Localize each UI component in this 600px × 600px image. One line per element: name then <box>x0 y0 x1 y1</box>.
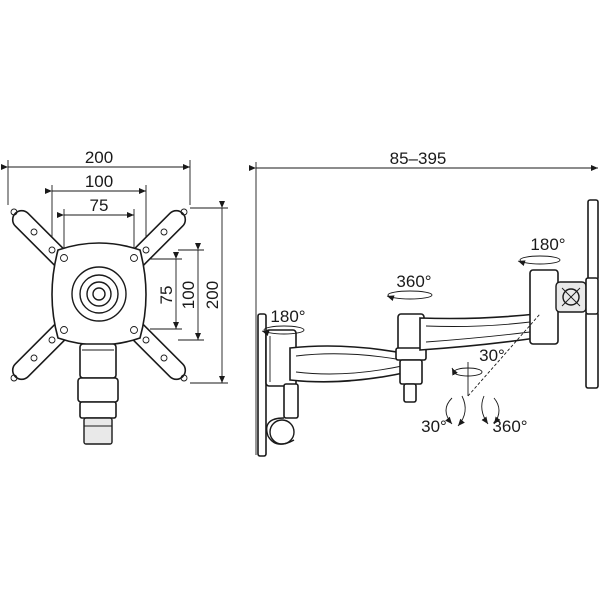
dim-100-label: 100 <box>85 172 113 191</box>
tilt-swivel-indicator: 30° 30° 360° <box>421 313 541 436</box>
lower-arm <box>289 345 409 383</box>
dim-200-vertical-label: 200 <box>203 281 222 309</box>
dimension-75-vertical: 75 <box>150 252 182 330</box>
vesa-center-plate <box>51 242 147 346</box>
rotation-elbow-label: 360° <box>396 272 431 291</box>
rotation-head-label: 180° <box>530 235 565 254</box>
tilt-head <box>529 269 587 345</box>
tilt-left-label: 30° <box>421 417 447 436</box>
upper-arm <box>419 313 537 351</box>
dim-75-label: 75 <box>90 196 109 215</box>
front-view: 200 100 75 <box>1 148 228 445</box>
vesa-plate-side <box>585 199 599 389</box>
dimension-200-vertical: 200 <box>190 201 228 384</box>
wall-plate <box>257 313 299 457</box>
tilt-up-label: 30° <box>479 346 505 365</box>
rotation-elbow-icon: 360° <box>386 272 433 302</box>
swivel-label: 360° <box>492 417 527 436</box>
dim-100-vertical-label: 100 <box>179 281 198 309</box>
rotation-head-icon: 180° <box>517 235 566 267</box>
side-view: 85–395 <box>249 149 599 457</box>
rotation-wall-icon: 180° <box>261 307 306 337</box>
dim-200-label: 200 <box>85 148 113 167</box>
dimension-100-vertical: 100 <box>178 243 204 341</box>
dim-75-vertical-label: 75 <box>157 286 176 305</box>
dimension-200-horizontal: 200 <box>1 148 191 205</box>
dimension-span: 85–395 <box>249 149 598 455</box>
dim-span-label: 85–395 <box>390 149 447 168</box>
lower-bracket <box>77 343 119 445</box>
rotation-wall-label: 180° <box>270 307 305 326</box>
center-hub-icon <box>71 266 127 322</box>
